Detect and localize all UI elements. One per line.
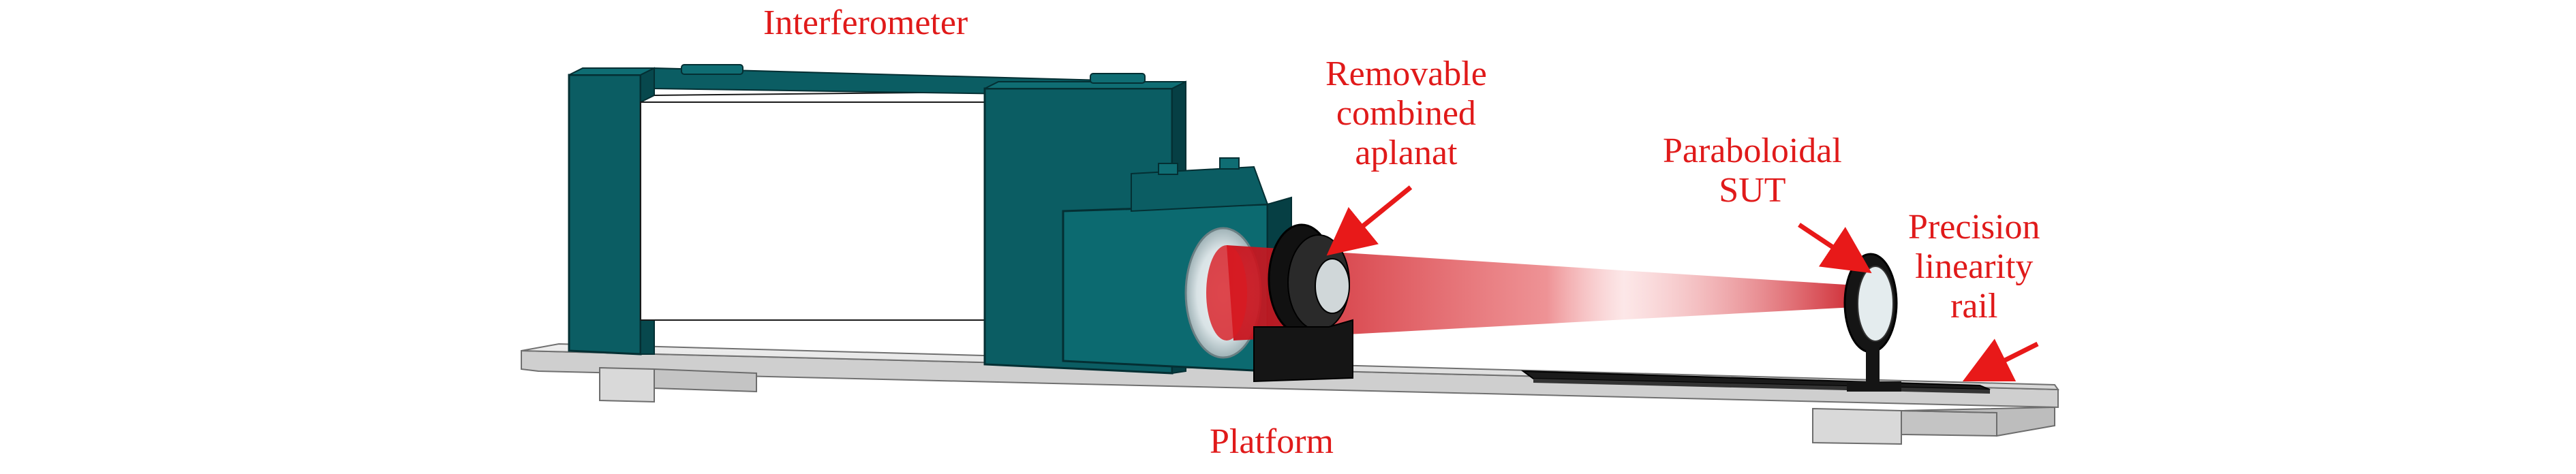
label-sut: Paraboloidal SUT (1663, 131, 1842, 210)
aplanat-mount (1253, 223, 1353, 383)
label-platform: Platform (1210, 422, 1334, 461)
arrow-rail (1962, 338, 2039, 382)
label-rail: Precision linearity rail (1908, 208, 2040, 326)
label-aplanat: Removable combined aplanat (1325, 54, 1487, 172)
arrow-aplanat (1326, 185, 1413, 256)
light-beam (1206, 245, 1867, 341)
sut-mount (1843, 253, 1901, 392)
arrow-sut (1798, 223, 1872, 274)
label-interferometer: Interferometer (763, 3, 968, 42)
annotation-arrows (1326, 185, 2039, 382)
